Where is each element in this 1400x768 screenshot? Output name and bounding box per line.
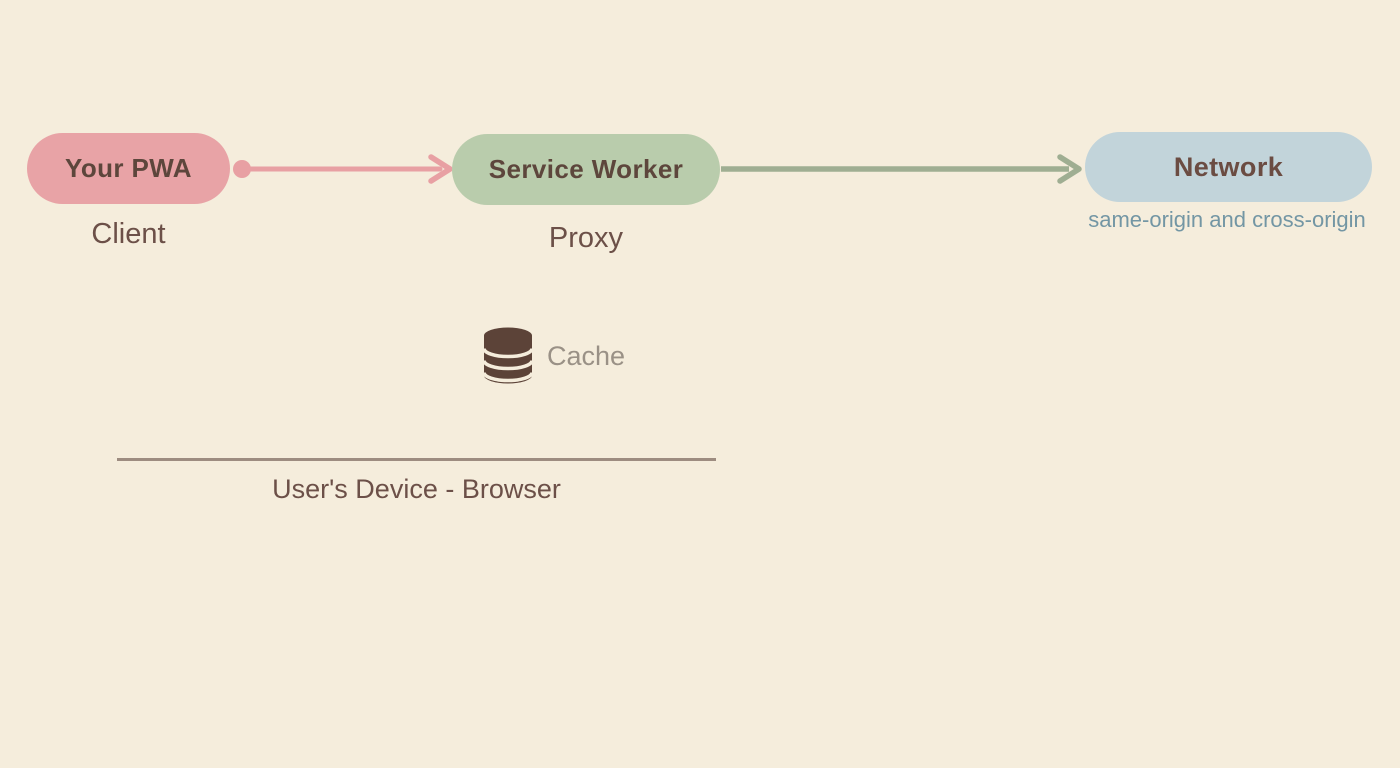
arrow-pwa-to-service-worker	[233, 154, 453, 184]
database-icon	[484, 327, 532, 384]
client-label: Client	[91, 218, 166, 250]
device-label: User's Device - Browser	[272, 474, 561, 504]
node-network: Network	[1085, 132, 1372, 202]
node-network-label: Network	[1173, 151, 1284, 182]
node-your-pwa-label: Your PWA	[65, 153, 192, 183]
proxy-label: Proxy	[548, 222, 624, 254]
node-service-worker: Service Worker	[452, 134, 720, 205]
node-service-worker-label: Service Worker	[488, 154, 684, 184]
node-your-pwa: Your PWA	[27, 133, 230, 204]
arrow-start-dot	[233, 160, 251, 178]
network-origin-label: same-origin and cross-origin	[1088, 207, 1366, 232]
arrowhead-icon	[1057, 154, 1082, 184]
arrowhead-icon	[428, 154, 453, 184]
cache-group: Cache	[484, 327, 625, 385]
device-boundary-line	[117, 458, 716, 461]
cache-label: Cache	[547, 340, 626, 371]
arrow-service-worker-to-network	[721, 154, 1082, 184]
